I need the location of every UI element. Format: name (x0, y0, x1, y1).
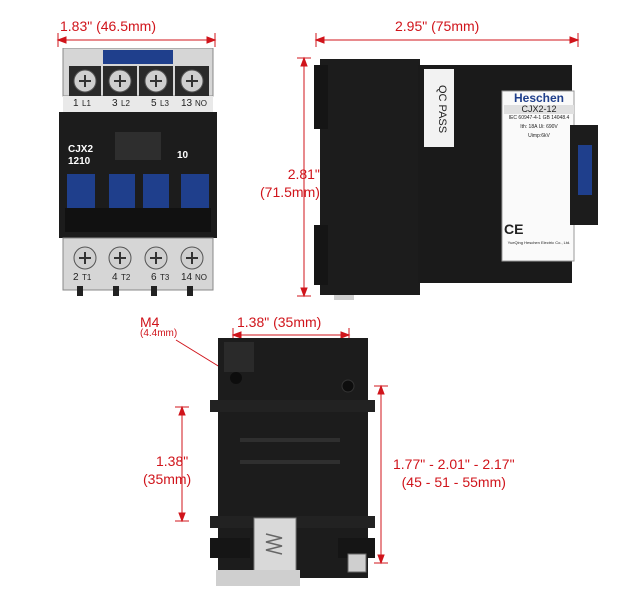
terminal-label: T3 (160, 273, 170, 282)
model-code: 1210 (68, 156, 91, 167)
company-name: YueQing Heschen Electric Co., Ltd. (507, 240, 571, 245)
mount-height-mm: (35mm) (143, 471, 192, 487)
terminal-label: 13 (181, 98, 193, 109)
uimp-rating: Uimp:6kV (528, 133, 550, 139)
ith-rating: Ith: 18A Ui: 690V (520, 124, 558, 130)
screw-dimension: M4 (4.4mm) (140, 314, 178, 340)
terminal-label: 5 (151, 98, 157, 109)
front-width-dimension: 1.83" (46.5mm) (60, 18, 157, 34)
standard: IEC 60947-4-1 GB 14048.4 (508, 115, 570, 121)
terminal-label: L2 (121, 99, 130, 108)
screw-mm: (4.4mm) (140, 328, 178, 339)
ce-mark: CE (504, 221, 524, 237)
terminal-label: NO (195, 99, 207, 108)
contactor-bottom-view (210, 338, 375, 586)
rail-dim-mm: (45 - 51 - 55mm) (401, 474, 506, 490)
model-name: CJX2 (68, 144, 94, 155)
side-depth-dimension: 2.95" (75mm) (395, 18, 480, 34)
terminal-label: L3 (160, 99, 169, 108)
terminal-label: T1 (82, 273, 92, 282)
rail-dimension: 1.77" - 2.01" - 2.17" (45 - 51 - 55mm) (393, 455, 515, 491)
contact-code: 10 (177, 150, 189, 161)
terminal-label: 6 (151, 272, 157, 283)
brand-name: Heschen (513, 91, 565, 105)
mount-height-dimension: 1.38" (35mm) (143, 452, 191, 488)
terminal-label: 2 (73, 272, 79, 283)
height-mm: (71.5mm) (260, 184, 320, 200)
terminal-label: 4 (112, 272, 118, 283)
terminal-label: NO (195, 273, 207, 282)
front-top-label (103, 50, 173, 64)
mount-height-inches: 1.38" (156, 453, 189, 469)
terminal-label: L1 (82, 99, 91, 108)
height-inches: 2.81" (287, 166, 320, 182)
side-height-dimension: 2.81" (71.5mm) (260, 165, 320, 201)
terminal-label: 3 (112, 98, 118, 109)
screw-size: M4 (140, 314, 160, 330)
spec-label: Heschen CJX2-12 IEC 60947-4-1 GB 14048.4… (504, 91, 574, 247)
contactor-side-view (314, 59, 598, 300)
rail-dim-inches: 1.77" - 2.01" - 2.17" (393, 456, 515, 472)
qc-pass-label: QC PASS (436, 84, 448, 134)
terminal-label: 14 (181, 272, 193, 283)
terminal-label: 1 (73, 98, 79, 109)
label-model: CJX2-12 (504, 105, 574, 114)
terminal-label: T2 (121, 273, 131, 282)
contactor-front-view (59, 48, 217, 296)
mount-width-dimension: 1.38" (35mm) (237, 314, 322, 330)
front-model-label: CJX2 1210 (68, 144, 93, 168)
